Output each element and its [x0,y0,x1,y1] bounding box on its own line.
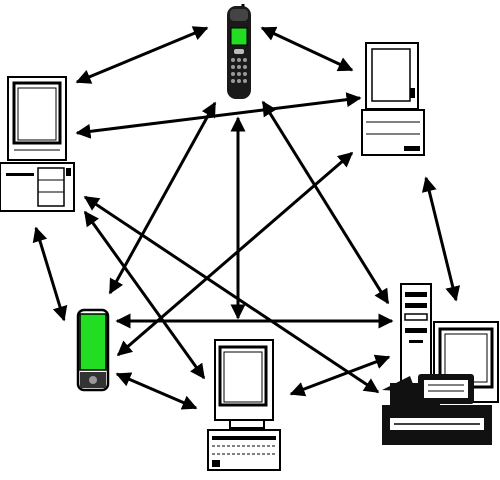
desktop-computer-icon [207,339,281,471]
laptop-icon [361,42,425,156]
tower-workstation-icon [382,283,499,445]
cell-phone-icon [227,4,251,99]
edge-desktop-left-laptop [75,92,362,139]
connection-arrows [32,26,461,410]
edge-laptop-pda [116,151,354,357]
pda-icon [76,308,110,392]
edge-phone-pda [108,101,217,295]
edge-laptop-workstation [421,176,461,302]
edge-phone-desktop-left [75,26,209,84]
edge-pda-desktop-bottom [115,372,198,410]
desktop-computer-icon [0,76,75,212]
edge-desktop-left-pda [32,226,68,322]
edge-phone-laptop [260,26,354,72]
edge-desktop-bottom-workstation [289,354,391,397]
